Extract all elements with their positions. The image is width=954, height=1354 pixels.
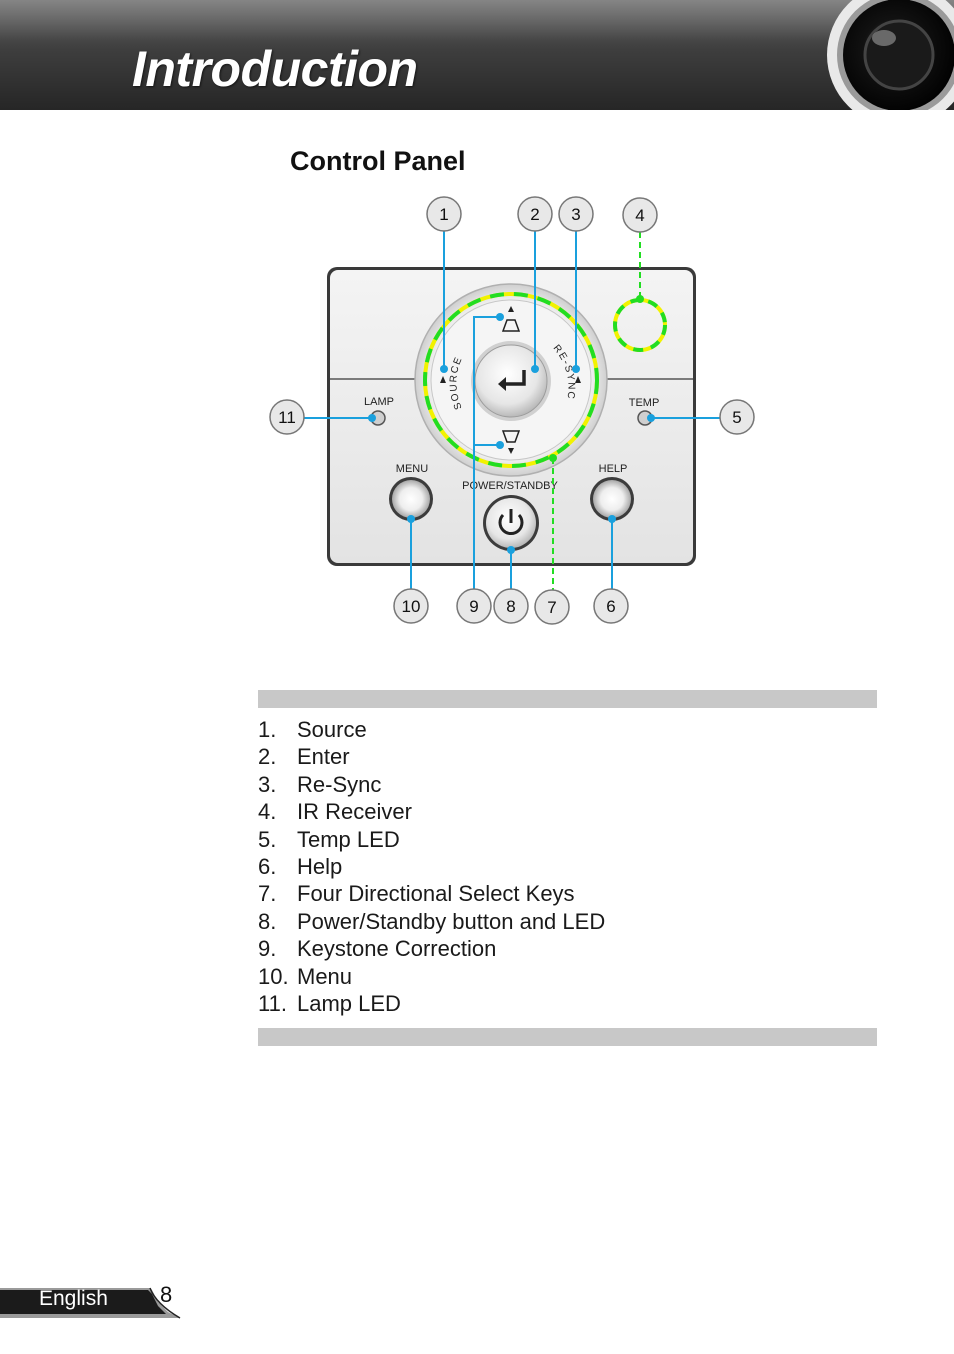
- svg-text:SOURCE: SOURCE: [448, 355, 465, 411]
- lamp-label: LAMP: [364, 396, 394, 408]
- power-button[interactable]: [483, 495, 539, 551]
- source-arrow-icon[interactable]: [440, 376, 446, 383]
- enter-icon: [504, 370, 526, 386]
- resync-arrow-icon[interactable]: [575, 376, 581, 383]
- list-item: 8.Power/Standby button and LED: [258, 908, 606, 934]
- power-label: POWER/STANDBY: [462, 480, 558, 492]
- legend-top-bar: [258, 690, 877, 708]
- svg-text:2: 2: [530, 205, 539, 224]
- svg-text:4: 4: [635, 206, 644, 225]
- list-item: 9.Keystone Correction: [258, 936, 497, 962]
- help-label: HELP: [599, 463, 628, 475]
- callout-5: 5: [719, 399, 755, 435]
- ir-callout-dot: [636, 295, 644, 303]
- callout-6: 6: [593, 588, 629, 624]
- section-title: Control Panel: [290, 146, 466, 176]
- callout-1: 1: [426, 196, 462, 232]
- callout-10: 10: [393, 588, 429, 624]
- enter-button[interactable]: [471, 341, 551, 421]
- directional-callout-dot: [549, 454, 557, 462]
- header-banner: Introduction: [0, 0, 954, 110]
- callout-2: 2: [517, 196, 553, 232]
- source-label: SOURCE: [448, 355, 463, 411]
- list-item: 5.Temp LED: [258, 826, 400, 852]
- list-item: 6.Help: [258, 853, 343, 879]
- callout-dots: [368, 313, 655, 554]
- header-shine: [0, 0, 954, 40]
- power-icon: [498, 513, 524, 535]
- lens-icon: [827, 0, 954, 110]
- list-item: 7.Four Directional Select Keys: [258, 881, 575, 907]
- list-item: 10.Menu: [258, 963, 353, 989]
- control-panel-diagram: SOURCE RE-SYNC LAMP TEMP MENU HELP POWER…: [269, 196, 755, 625]
- footer-tab: [0, 1287, 181, 1319]
- footer-language: English: [39, 1287, 108, 1310]
- callout-3: 3: [558, 196, 594, 232]
- help-button[interactable]: [590, 477, 634, 521]
- svg-text:8: 8: [506, 597, 515, 616]
- page-number: 8: [160, 1282, 173, 1307]
- list-item: 3.Re-Sync: [258, 771, 382, 797]
- svg-text:5: 5: [732, 408, 741, 427]
- svg-text:11: 11: [278, 408, 296, 427]
- list-item: 11.Lamp LED: [258, 990, 401, 1016]
- list-item: 4.IR Receiver: [258, 799, 412, 825]
- menu-button[interactable]: [389, 477, 433, 521]
- list-item: 2.Enter: [258, 744, 350, 770]
- callout-4: 4: [622, 197, 658, 233]
- temp-label: TEMP: [629, 397, 660, 409]
- callout-lines: [304, 231, 720, 589]
- svg-text:3: 3: [571, 205, 580, 224]
- svg-text:1: 1: [439, 205, 448, 224]
- svg-text:7: 7: [547, 598, 556, 617]
- callout-9: 9: [456, 588, 492, 624]
- list-item: 1.Source: [258, 717, 367, 742]
- svg-text:10: 10: [402, 597, 421, 616]
- callout-11: 11: [269, 399, 305, 435]
- legend-bottom-bar: [258, 1028, 877, 1046]
- page-title: Introduction: [132, 41, 418, 97]
- svg-text:6: 6: [606, 597, 615, 616]
- callout-7: 7: [534, 589, 570, 625]
- legend-list: 1.Source 2.Enter 3.Re-Sync 4.IR Receiver…: [258, 716, 605, 1017]
- svg-text:9: 9: [469, 597, 478, 616]
- keystone-up-icon[interactable]: [501, 306, 521, 332]
- callout-8: 8: [493, 588, 529, 624]
- keystone-down-icon[interactable]: [501, 430, 521, 454]
- menu-label: MENU: [396, 463, 428, 475]
